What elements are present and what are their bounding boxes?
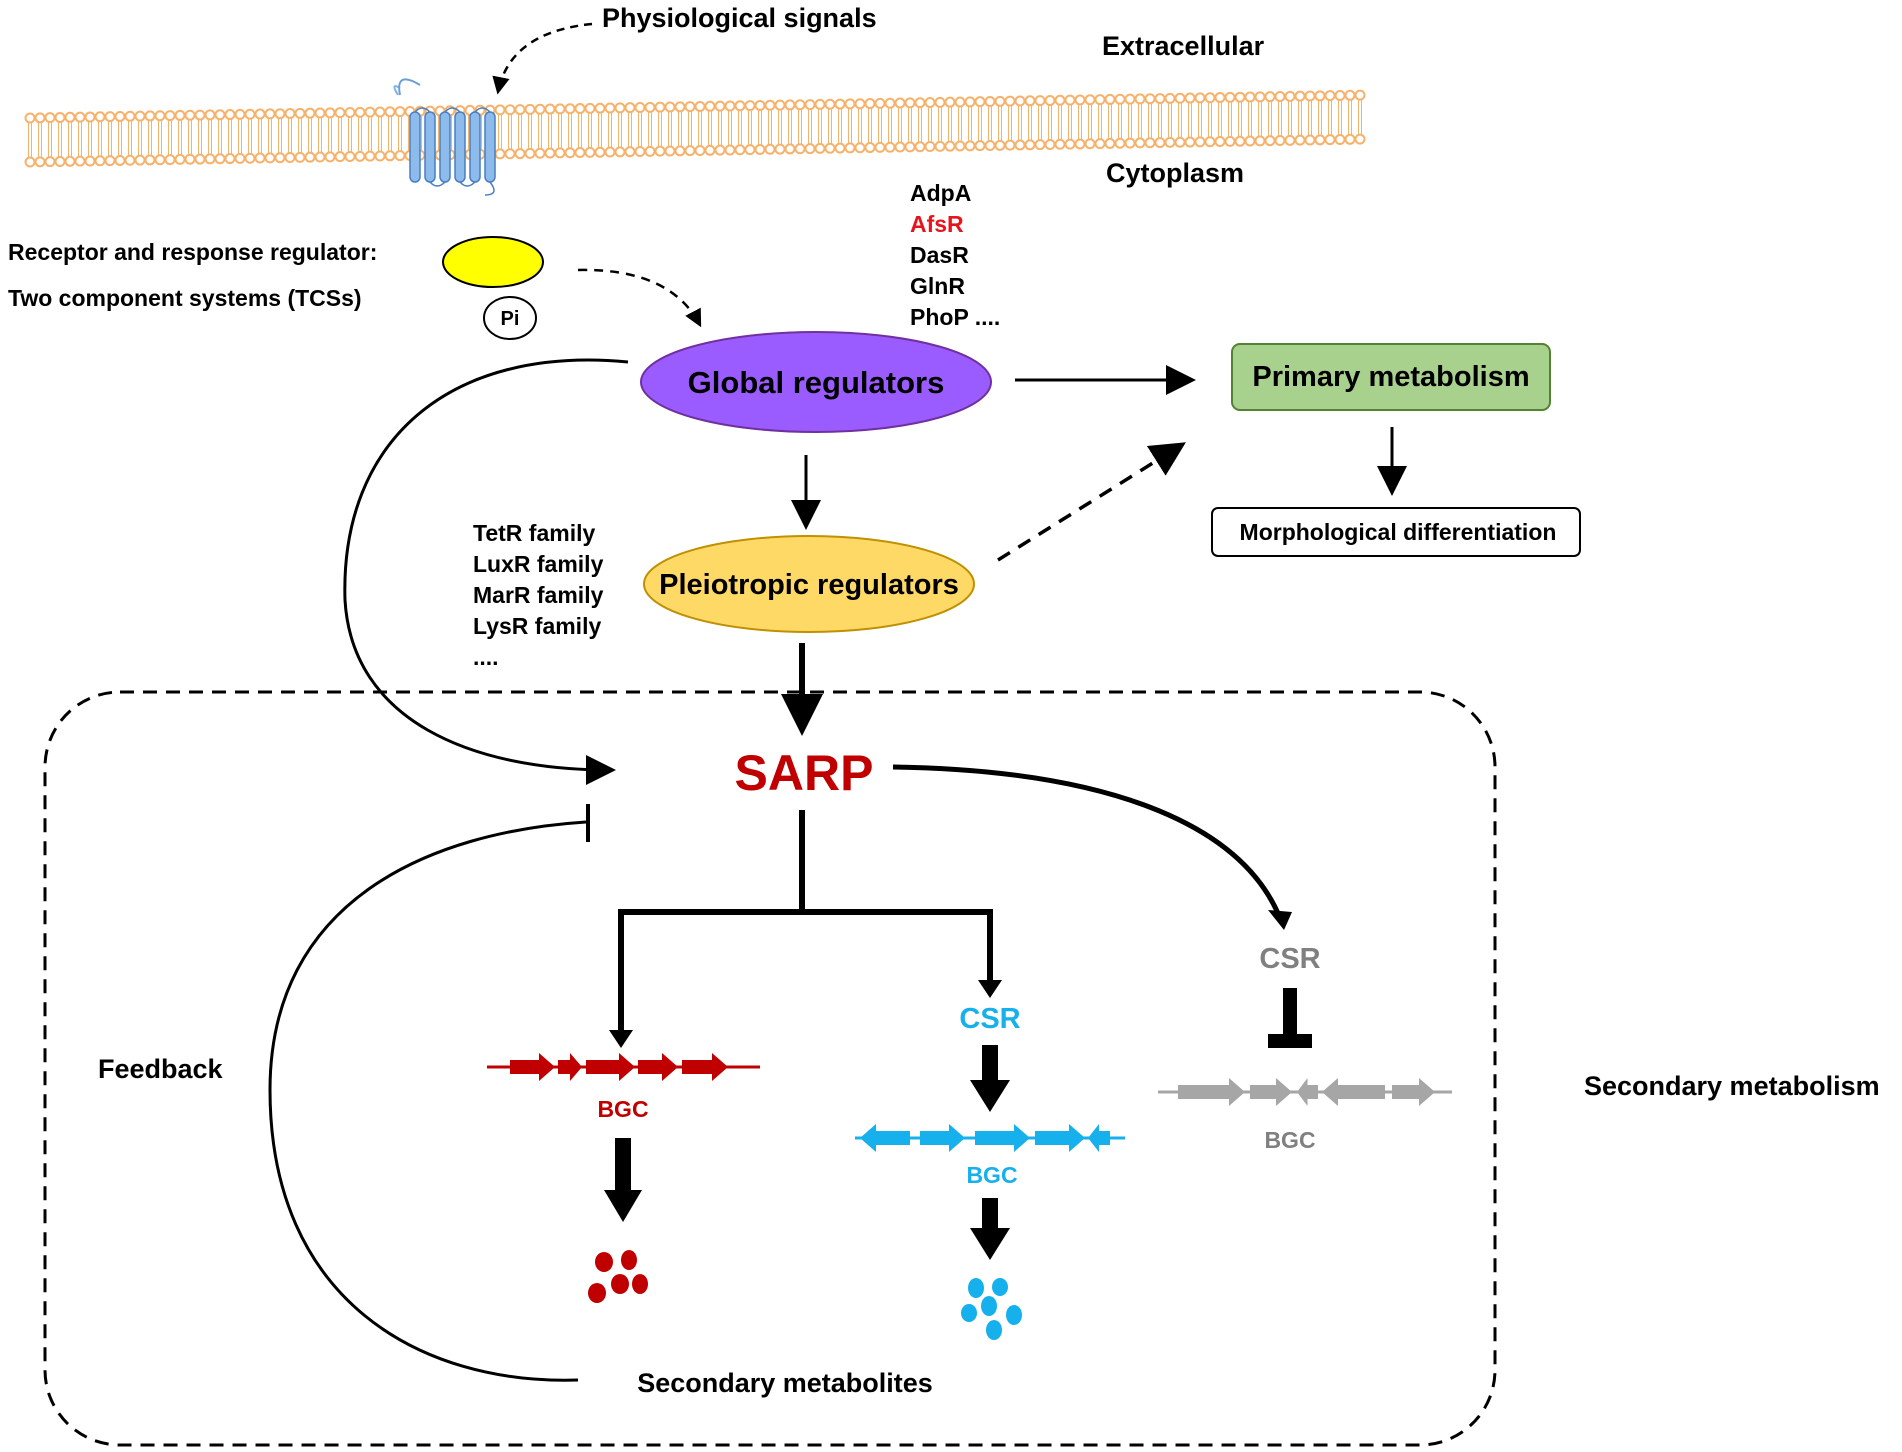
pi-label: Pi (501, 308, 520, 330)
global-regulator-item: DasR (910, 242, 969, 268)
pleiotropic-family-item: TetR family (473, 520, 595, 546)
pi-circle (483, 296, 537, 340)
receptor-label: Receptor and response regulator: (8, 239, 377, 265)
red-bgc-genes (510, 1053, 728, 1081)
red-bgc-to-metabolites-arrow (604, 1138, 642, 1222)
branch-right-arrowhead (978, 980, 1002, 998)
blue-gene-arrow (1035, 1124, 1085, 1152)
red-gene-arrow (510, 1053, 555, 1081)
primary-metabolism-label: Primary metabolism (1252, 361, 1529, 393)
gray-gene-arrow (1322, 1078, 1385, 1106)
secondary-metabolism-region (43, 690, 1497, 1447)
pleiotropic-family-item: LuxR family (473, 551, 604, 577)
gray-gene-arrow (1178, 1078, 1245, 1106)
blue-gene-arrow (975, 1124, 1030, 1152)
red-bgc-label: BGC (597, 1096, 648, 1122)
global-regulator-item: GlnR (910, 273, 965, 299)
blue-bgc-label: BGC (966, 1162, 1017, 1188)
blue-csr-to-bgc-arrow (970, 1045, 1010, 1112)
blue-bgc-genes (860, 1124, 1110, 1152)
morphological-differentiation-label: Morphological differentiation (1240, 519, 1557, 545)
gray-csr-inhibition (1268, 988, 1312, 1048)
branch-left-arrowhead (609, 1030, 633, 1048)
physiological-signals-label: Physiological signals (602, 3, 877, 33)
secondary-metabolites-label: Secondary metabolites (637, 1368, 933, 1398)
red-gene-arrow (558, 1053, 582, 1081)
gray-csr-arrowhead (1268, 910, 1292, 930)
pleiotropic-family-item: .... (473, 644, 499, 670)
blue-metabolites (961, 1278, 1022, 1340)
feedback-label: Feedback (98, 1054, 224, 1084)
global-regulator-list: AdpA AfsR DasR GlnR PhoP .... (910, 180, 1000, 330)
global-to-sarp-curve (343, 358, 629, 785)
global-regulators-ellipse (640, 331, 992, 433)
global-regulator-item: PhoP .... (910, 304, 1000, 330)
extracellular-label: Extracellular (1102, 31, 1265, 61)
gray-gene-arrow (1392, 1078, 1435, 1106)
global-regulator-item: AdpA (910, 180, 971, 206)
gray-csr-label: CSR (1259, 943, 1320, 975)
tcs-label: Two component systems (TCSs) (8, 285, 362, 311)
sarp-branch-lines (618, 810, 993, 1035)
cell-membrane (24, 89, 1366, 168)
gray-bgc-label: BGC (1264, 1127, 1315, 1153)
blue-gene-arrow (920, 1124, 965, 1152)
primary-metabolism-box (1231, 343, 1551, 411)
gray-gene-arrow (1250, 1078, 1292, 1106)
morphological-differentiation-box (1211, 507, 1581, 557)
blue-gene-arrow (860, 1124, 910, 1152)
blue-csr-label: CSR (959, 1003, 1020, 1035)
global-regulator-item: AfsR (910, 211, 964, 237)
red-gene-arrow (682, 1053, 728, 1081)
pleiotropic-family-item: LysR family (473, 613, 601, 639)
red-gene-arrow (586, 1053, 635, 1081)
feedback-curve (268, 820, 587, 1382)
gray-gene-arrow (1297, 1078, 1318, 1106)
red-metabolites (588, 1250, 648, 1303)
pleiotropic-regulators-ellipse (643, 535, 975, 633)
pleiotropic-to-primary-arrow (997, 442, 1186, 562)
membrane-receptor-icon (393, 78, 496, 196)
pleiotropic-regulators-label: Pleiotropic regulators (659, 569, 959, 601)
gray-bgc-genes (1178, 1078, 1435, 1106)
tcs-to-global-arrow (577, 268, 702, 328)
signal-arrow (492, 22, 593, 95)
blue-gene-arrow (1088, 1124, 1110, 1152)
tcs-ellipse (442, 236, 544, 288)
pleiotropic-family-item: MarR family (473, 582, 604, 608)
blue-bgc-to-metabolites-arrow (970, 1198, 1010, 1260)
cytoplasm-label: Cytoplasm (1106, 158, 1244, 188)
sarp-label: SARP (735, 745, 874, 801)
sarp-to-gray-csr-arrow (892, 764, 1283, 919)
global-regulators-label: Global regulators (688, 365, 945, 400)
secondary-metabolism-label: Secondary metabolism (1584, 1071, 1880, 1101)
red-gene-arrow (638, 1053, 678, 1081)
